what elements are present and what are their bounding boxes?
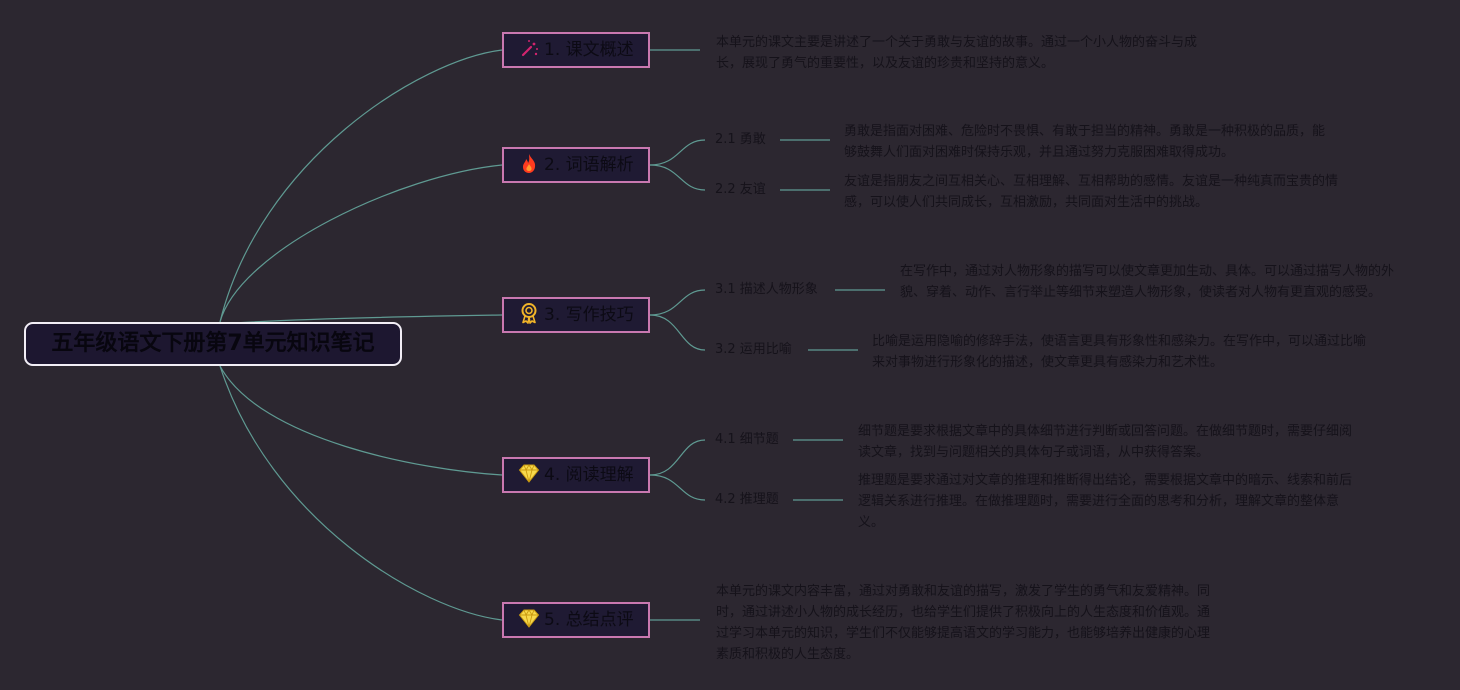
branch-vocabulary[interactable]: 2. 词语解析 [502, 147, 650, 183]
sub-topic[interactable]: 3.1 描述人物形象 [715, 282, 818, 297]
branch-label: 4. 阅读理解 [544, 465, 634, 485]
flame-icon [518, 152, 540, 174]
branch-lesson-overview[interactable]: 1. 课文概述 [502, 32, 650, 68]
sub-topic[interactable]: 2.1 勇敢 [715, 132, 766, 147]
sub-topic-description: 细节题是要求根据文章中的具体细节进行判断或回答问题。在做细节题时，需要仔细阅读文… [858, 424, 1353, 460]
sub-topic[interactable]: 4.2 推理题 [715, 492, 779, 507]
sub-topic-description: 勇敢是指面对困难、危险时不畏惧、有敢于担当的精神。勇敢是一种积极的品质，能够鼓舞… [844, 124, 1326, 160]
sub-topic[interactable]: 2.2 友谊 [715, 182, 766, 197]
magic-wand-icon [518, 37, 540, 59]
root-topic[interactable]: 五年级语文下册第7单元知识笔记 [24, 322, 402, 366]
branch-label: 2. 词语解析 [544, 155, 634, 175]
diamond-icon [518, 462, 540, 484]
diamond-icon [518, 607, 540, 629]
sub-topic-description: 推理题是要求通过对文章的推理和推断得出结论，需要根据文章中的暗示、线索和前后逻辑… [858, 473, 1353, 530]
sub-topic[interactable]: 3.2 运用比喻 [715, 342, 792, 357]
branch-label: 1. 课文概述 [544, 40, 634, 60]
sub-topic-description: 友谊是指朋友之间互相关心、互相理解、互相帮助的感情。友谊是一种纯真而宝贵的情感，… [844, 174, 1339, 210]
sub-topic[interactable]: 4.1 细节题 [715, 432, 779, 447]
branch-writing-skills[interactable]: 3. 写作技巧 [502, 297, 650, 333]
branch-description: 本单元的课文主要是讲述了一个关于勇敢与友谊的故事。通过一个小人物的奋斗与成长，展… [716, 35, 1198, 71]
branch-reading-comprehension[interactable]: 4. 阅读理解 [502, 457, 650, 493]
branch-summary[interactable]: 5. 总结点评 [502, 602, 650, 638]
sub-topic-description: 在写作中，通过对人物形象的描写可以使文章更加生动、具体。可以通过描写人物的外貌、… [900, 264, 1395, 300]
branch-label: 5. 总结点评 [544, 610, 634, 630]
award-medal-icon [518, 302, 540, 324]
branch-label: 3. 写作技巧 [544, 305, 634, 325]
branch-description: 本单元的课文内容丰富，通过对勇敢和友谊的描写，激发了学生的勇气和友爱精神。同时，… [716, 584, 1211, 662]
sub-topic-description: 比喻是运用隐喻的修辞手法，使语言更具有形象性和感染力。在写作中，可以通过比喻来对… [872, 334, 1367, 370]
